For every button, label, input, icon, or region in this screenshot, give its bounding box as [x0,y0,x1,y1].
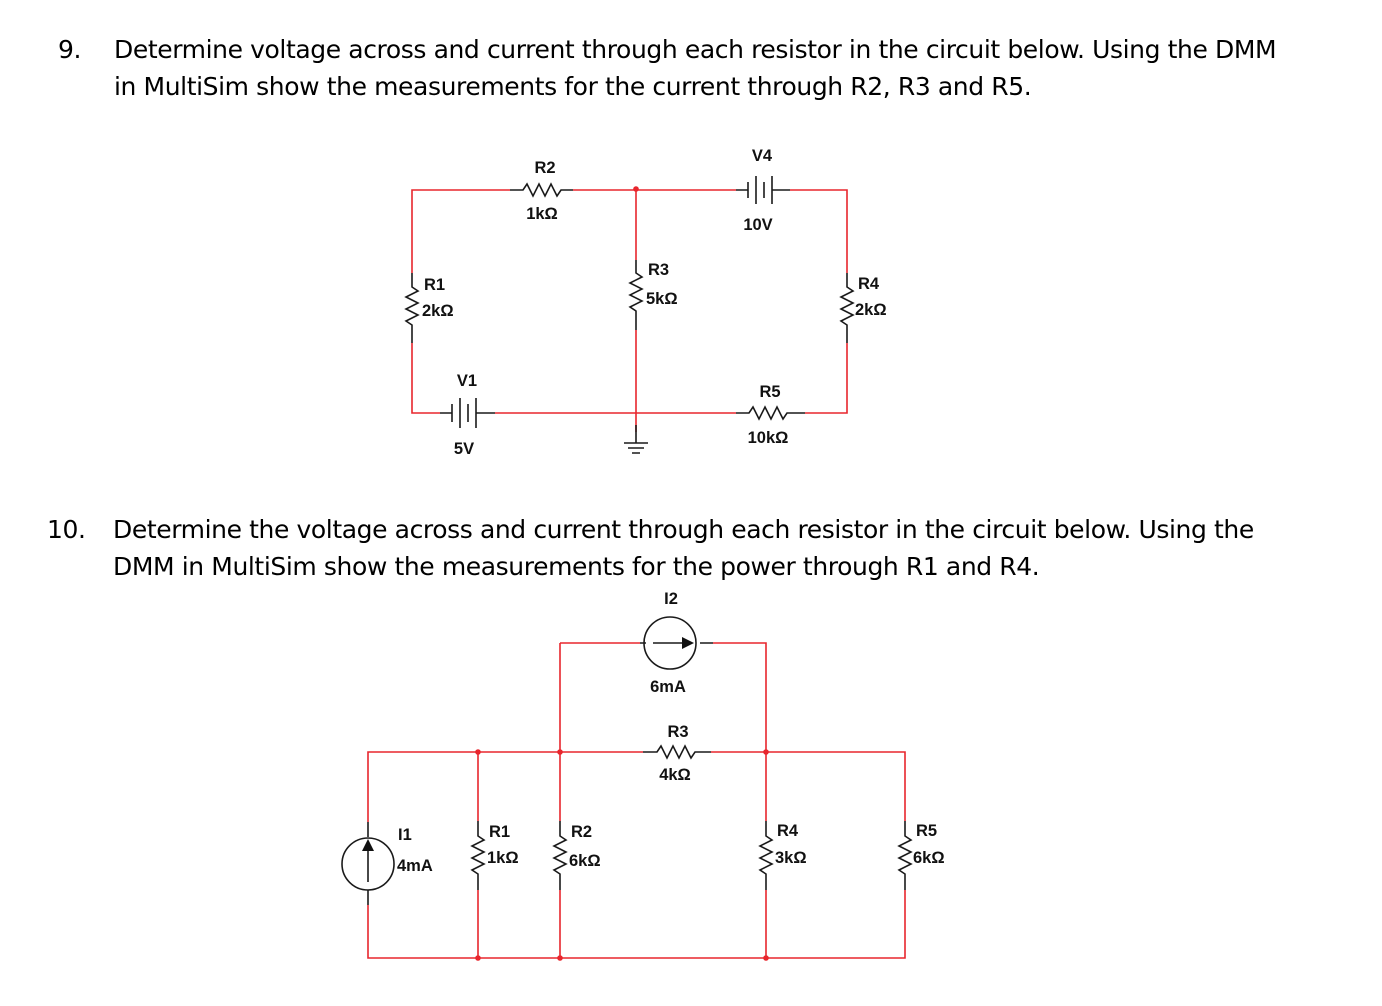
question-9: 9. Determine voltage across and current … [58,31,1358,111]
resistor-r2[interactable]: R2 6kΩ [552,821,601,890]
question-10: 10. Determine the voltage across and cur… [47,511,1367,591]
question-text-line-2: DMM in MultiSim show the measurements fo… [113,552,1040,581]
battery-v1[interactable]: V1 5V [440,372,495,458]
resistor-r2-name: R2 [571,823,592,841]
wire [805,343,848,414]
current-source-i1-name: I1 [398,826,412,844]
battery-v4-value: 10V [743,216,772,234]
battery-v1-value: 5V [454,440,474,458]
current-source-i2-name: I2 [664,590,678,608]
wire [711,751,906,821]
junction-dot [557,749,563,755]
circuit-10-wires [367,642,906,961]
question-number: 9. [58,35,82,64]
current-source-i1[interactable]: I1 4mA [341,822,433,905]
resistor-r3[interactable]: R3 5kΩ [628,260,678,330]
resistor-r1-value: 1kΩ [487,849,519,867]
junction-dot [475,955,481,961]
resistor-r5[interactable]: R5 6kΩ [897,821,945,890]
resistor-r1-value: 2kΩ [422,302,454,320]
battery-v4[interactable]: V4 10V [736,147,790,234]
battery-v4-name: V4 [752,147,773,165]
resistor-r2-value: 6kΩ [569,852,601,870]
junction-dot [763,955,769,961]
wire [411,189,510,273]
resistor-r3-value: 5kΩ [646,290,678,308]
resistor-r5-name: R5 [759,383,780,401]
resistor-r3-value: 4kΩ [659,766,691,784]
arrow-right-icon [682,637,694,649]
circuit-9-schematic: R2 1kΩ V4 10V R1 2kΩ R3 5kΩ R4 2kΩ [404,147,887,458]
question-number: 10. [47,515,86,544]
circuit-9-wires [411,186,848,432]
question-text-line-1: Determine the voltage across and current… [113,515,1254,544]
resistor-r5-name: R5 [916,822,937,840]
resistor-r4-name: R4 [777,822,799,840]
resistor-r5-value: 6kΩ [913,849,945,867]
resistor-r1-name: R1 [489,823,510,841]
resistor-r4[interactable]: R4 2kΩ [839,273,887,343]
resistor-r4-value: 3kΩ [775,849,807,867]
question-text-line-2: in MultiSim show the measurements for th… [114,72,1032,101]
question-text-line-1: Determine voltage across and current thr… [114,35,1277,64]
ground-icon [624,425,648,454]
resistor-r4[interactable]: R4 3kΩ [758,821,807,890]
junction-dot [475,749,481,755]
resistor-r3-name: R3 [667,723,688,741]
junction-dot [633,186,639,192]
circuit-10-schematic: I1 4mA I2 6mA R3 4kΩ R1 1kΩ R2 6kΩ [341,590,945,961]
wire [790,189,848,273]
junction-dot [763,749,769,755]
resistor-r1[interactable]: R1 2kΩ [404,273,454,343]
junction-dot [557,955,563,961]
wire [411,343,440,414]
resistor-r3[interactable]: R3 4kΩ [643,723,711,784]
current-source-i2-value: 6mA [650,678,686,696]
resistor-r3-name: R3 [648,261,669,279]
battery-v1-name: V1 [457,372,477,390]
resistor-r2-value: 1kΩ [526,205,558,223]
resistor-r1[interactable]: R1 1kΩ [470,821,519,890]
current-source-i2[interactable]: I2 6mA [640,590,713,696]
resistor-r4-value: 2kΩ [855,301,887,319]
resistor-r4-name: R4 [858,275,880,293]
arrow-up-icon [362,839,374,851]
resistor-r5-value: 10kΩ [748,429,789,447]
resistor-r2-name: R2 [534,159,555,177]
wire [713,642,767,821]
resistor-r2[interactable]: R2 1kΩ [510,159,573,223]
wire [367,751,643,822]
resistor-r5[interactable]: R5 10kΩ [736,383,805,447]
current-source-i1-value: 4mA [397,857,433,875]
resistor-r1-name: R1 [424,276,445,294]
wire [367,890,906,959]
